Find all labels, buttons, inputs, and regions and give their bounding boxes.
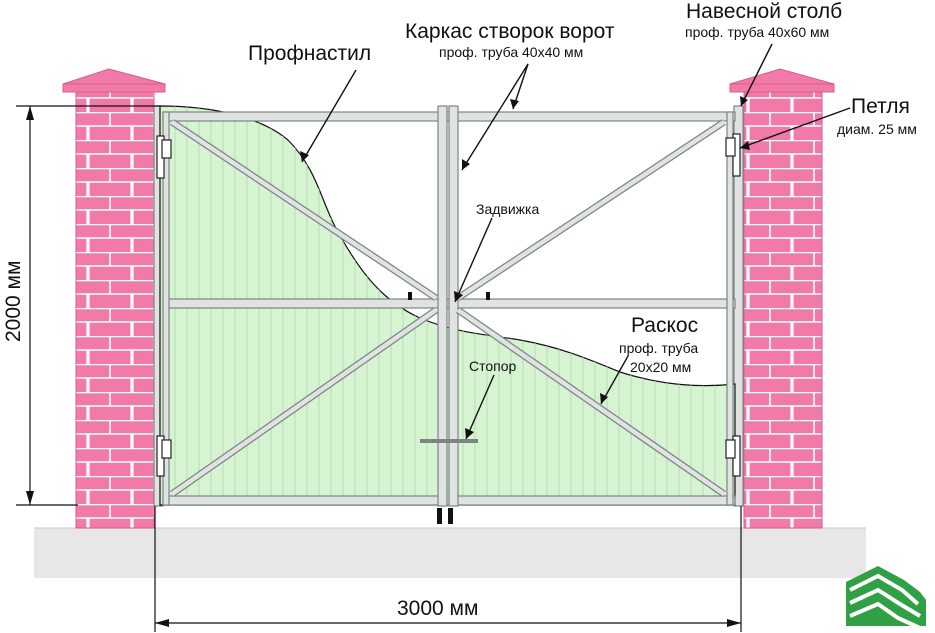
label-post-spec: проф. труба 40х60 мм xyxy=(685,24,829,40)
label-brace-spec-2: 20х20 мм xyxy=(630,359,691,375)
leader-latch xyxy=(454,217,493,303)
left-brick-pillar xyxy=(62,68,166,529)
label-width: 3000 мм xyxy=(397,597,478,620)
label-latch: Задвижка xyxy=(476,201,539,217)
leader-hinge xyxy=(739,107,851,149)
hinge-icon xyxy=(156,133,741,477)
leader-post xyxy=(740,43,773,107)
label-frame-title: Каркас створок ворот xyxy=(405,20,615,43)
height-dimension xyxy=(16,105,160,506)
latch-pins xyxy=(408,292,490,300)
label-brace-spec-1: проф. труба xyxy=(619,340,698,356)
label-profnastil: Профнастил xyxy=(248,42,371,65)
ground xyxy=(34,527,866,578)
label-hinge-spec: диам. 25 мм xyxy=(837,121,917,137)
label-brace-title: Раскос xyxy=(631,314,698,337)
label-stopper: Стопор xyxy=(469,358,517,374)
right-brick-pillar xyxy=(729,68,835,529)
green-stairs-logo-icon xyxy=(846,566,926,630)
label-frame-spec: проф. труба 40х40 мм xyxy=(439,44,583,60)
leader-frame-1 xyxy=(461,63,529,171)
leader-profnastil xyxy=(301,69,357,163)
label-post-title: Навесной столб xyxy=(686,0,842,23)
label-height: 2000 мм xyxy=(2,261,25,342)
stopper xyxy=(420,439,478,524)
label-hinge-title: Петля xyxy=(851,95,910,118)
gate-leaf-frames xyxy=(162,105,736,507)
leader-stopper xyxy=(465,374,495,440)
width-dimension xyxy=(154,506,742,632)
